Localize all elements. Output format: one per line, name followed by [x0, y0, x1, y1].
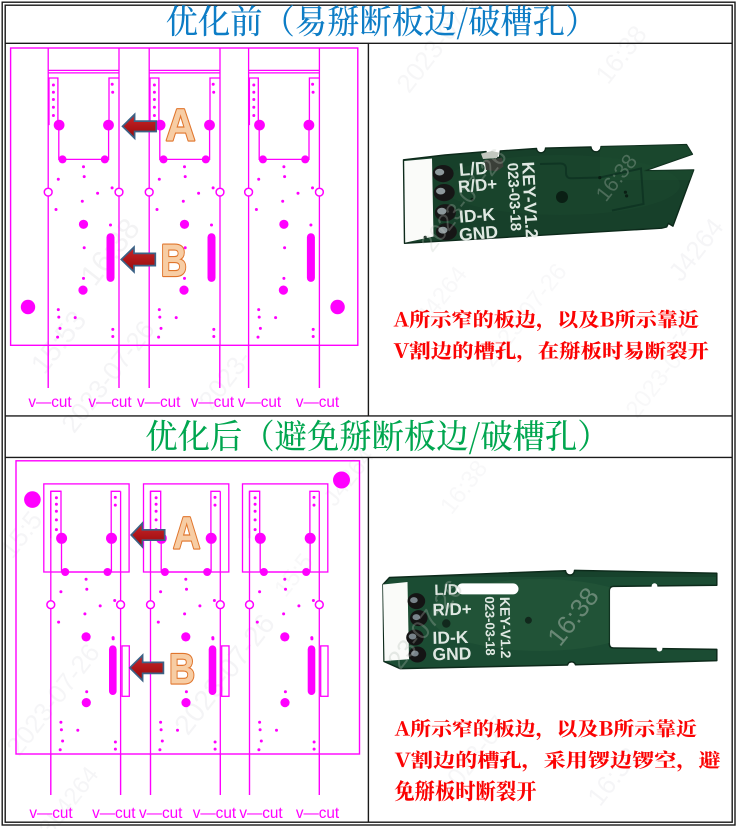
- svg-text:v—cut: v—cut: [238, 394, 282, 411]
- svg-text:v—cut: v—cut: [137, 394, 181, 411]
- svg-text:B: B: [169, 646, 195, 694]
- svg-text:v—cut: v—cut: [28, 394, 72, 411]
- svg-text:GND: GND: [432, 643, 471, 664]
- svg-text:ID-K: ID-K: [458, 204, 496, 227]
- svg-text:v—cut: v—cut: [193, 805, 237, 822]
- svg-text:v—cut: v—cut: [88, 394, 132, 411]
- svg-text:v—cut: v—cut: [29, 805, 73, 822]
- svg-text:R/D+: R/D+: [432, 600, 472, 620]
- svg-text:KEY-V1.2: KEY-V1.2: [497, 597, 514, 659]
- svg-text:v—cut: v—cut: [239, 805, 283, 822]
- svg-text:A: A: [166, 101, 196, 151]
- svg-text:v—cut: v—cut: [92, 805, 136, 822]
- svg-text:023-03-18: 023-03-18: [504, 162, 525, 231]
- svg-text:A: A: [173, 507, 201, 558]
- svg-text:GND: GND: [458, 222, 499, 245]
- svg-text:L/D: L/D: [458, 158, 488, 180]
- svg-text:v—cut: v—cut: [139, 805, 183, 822]
- svg-text:ID-K: ID-K: [432, 627, 469, 648]
- svg-text:KEY-V1.2: KEY-V1.2: [518, 161, 542, 239]
- svg-text:023-03-18: 023-03-18: [482, 596, 498, 656]
- svg-text:R/D+: R/D+: [457, 175, 498, 197]
- svg-text:v—cut: v—cut: [296, 805, 340, 822]
- svg-text:v—cut: v—cut: [191, 394, 235, 411]
- svg-text:L/D: L/D: [434, 581, 459, 599]
- svg-text:B: B: [161, 235, 187, 286]
- svg-text:v—cut: v—cut: [296, 394, 340, 411]
